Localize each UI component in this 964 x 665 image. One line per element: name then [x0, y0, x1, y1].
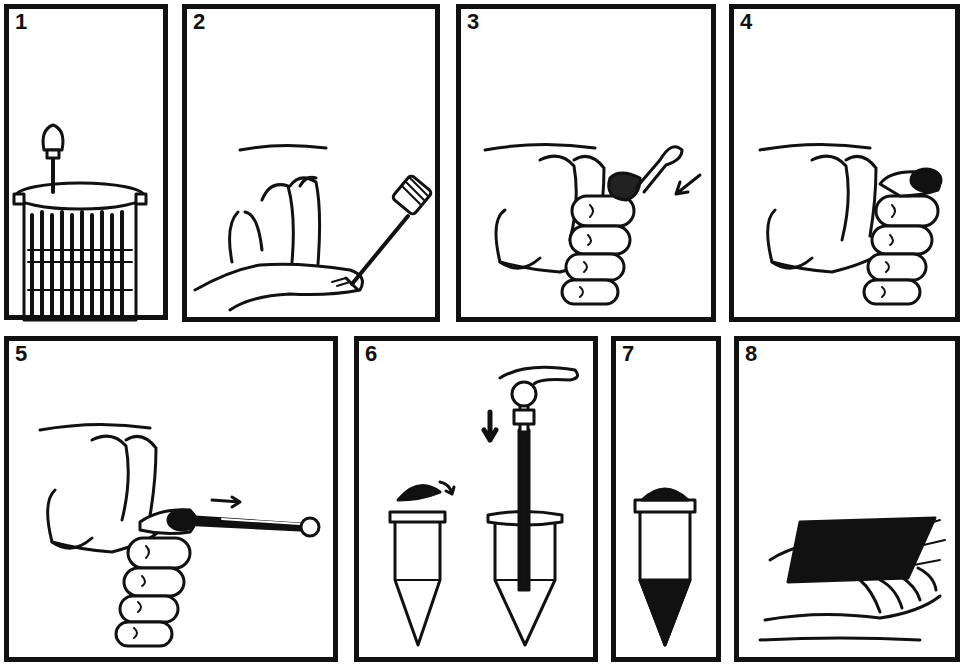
step-panel: 8 — [734, 336, 960, 662]
hand-squeeze — [485, 144, 700, 304]
step-panel: 6 — [354, 336, 598, 662]
hand-capillary — [40, 424, 319, 646]
hand-lancet — [195, 145, 432, 310]
lancet-container — [14, 125, 146, 320]
step-number: 8 — [745, 341, 757, 367]
step-number: 5 — [15, 341, 27, 367]
step-panel: 3 — [456, 4, 716, 322]
filled-tube — [635, 489, 695, 645]
step-panel: 1 — [4, 4, 168, 320]
step-number: 3 — [467, 9, 479, 35]
hand-blood-drop — [760, 144, 941, 304]
hands-card — [760, 518, 945, 640]
step-panel: 7 — [611, 336, 721, 662]
step-number: 2 — [193, 9, 205, 35]
step-number: 6 — [365, 341, 377, 367]
step-panel: 4 — [729, 4, 960, 322]
step-number: 1 — [15, 9, 27, 35]
step-panel: 5 — [4, 336, 338, 662]
step-panel: 2 — [182, 4, 440, 322]
step-number: 7 — [622, 341, 634, 367]
tube-capillary — [390, 367, 578, 645]
step-number: 4 — [740, 9, 752, 35]
